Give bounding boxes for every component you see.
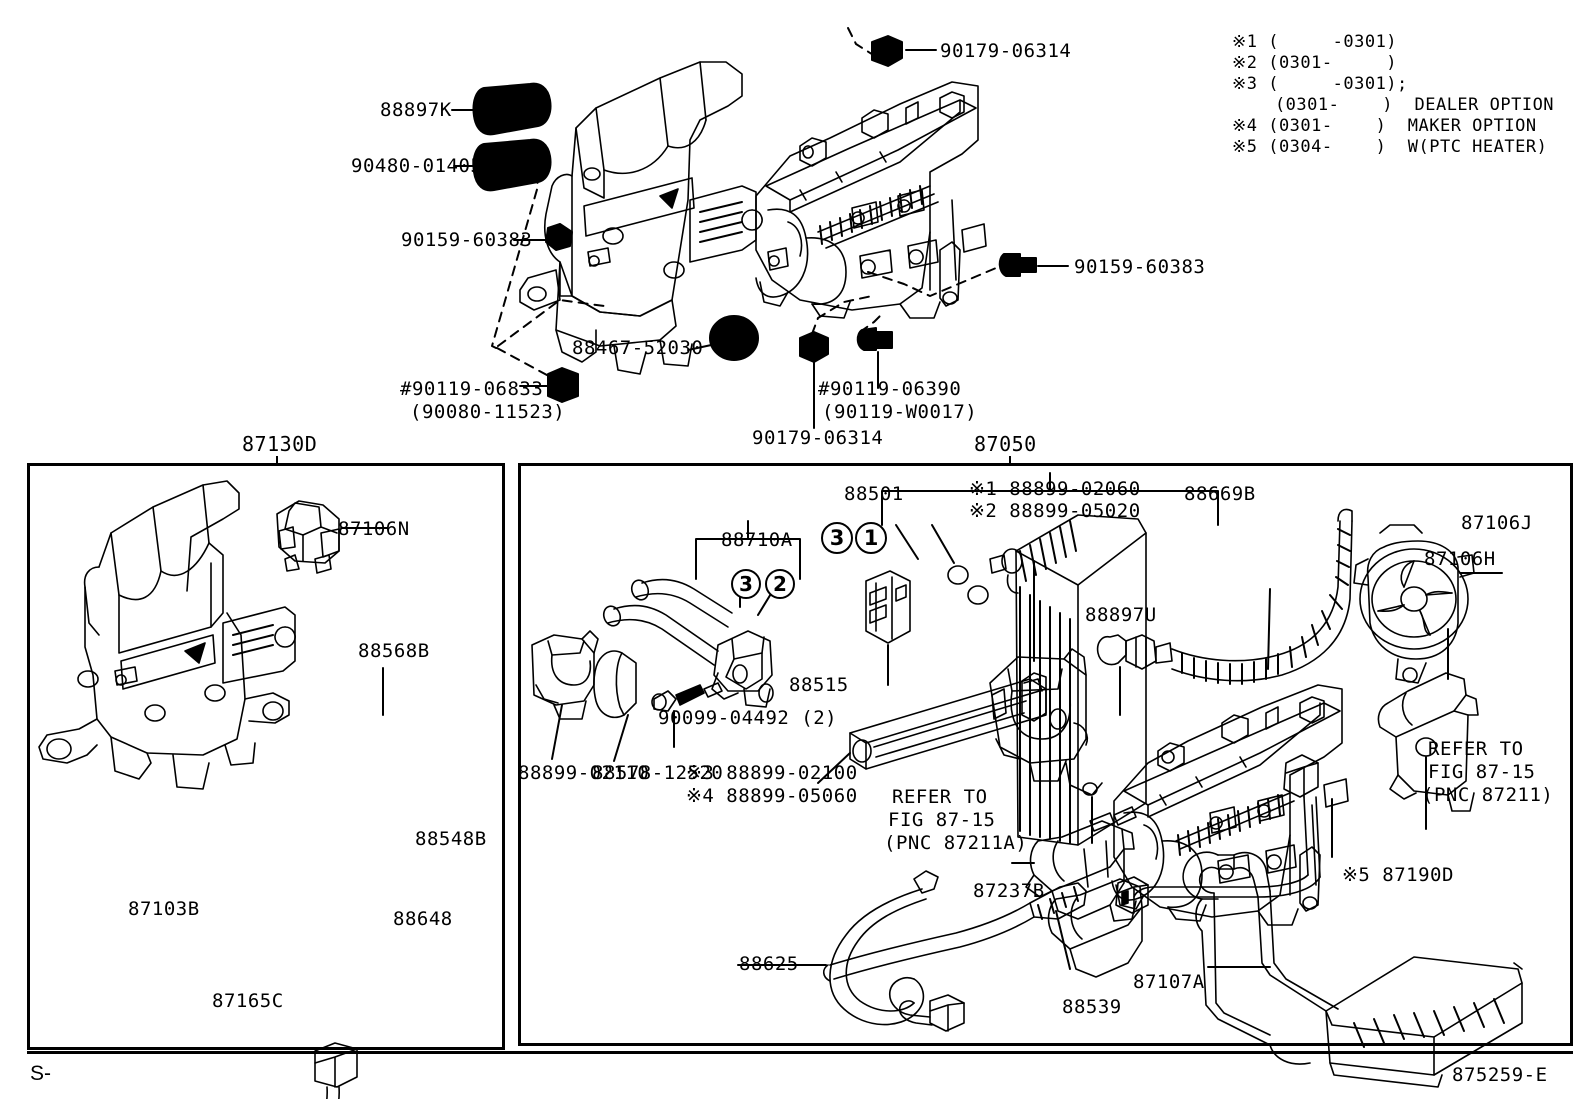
label-88515: 88515: [789, 674, 849, 696]
refer-a-line2: FIG 87-15: [888, 809, 996, 831]
label-88899-05060: ※4 88899-05060: [686, 785, 858, 807]
refer-a-line3: (PNC 87211A): [884, 832, 1028, 854]
refer-to-block-b: REFER TO FIG 87-15 (PNC 87211): [1422, 738, 1559, 807]
label-90099-04492: 90099-04492 (2): [658, 707, 838, 729]
sheet-mark: S-: [30, 1062, 51, 1085]
label-90119-W0017: (90119-W0017): [822, 401, 978, 423]
label-87107A: 87107A: [1133, 971, 1205, 993]
label-87106H: 87106H: [1424, 548, 1496, 570]
label-90179-06314-top: 90179-06314: [940, 40, 1072, 62]
label-87103B: 87103B: [128, 898, 200, 920]
callout-88501-3: 3: [821, 522, 853, 554]
legend-line-3: ※3 ( -0301);: [1232, 74, 1408, 94]
legend-line-5: ※4 (0301- ) MAKER OPTION: [1232, 116, 1537, 136]
panel-ac-unit: [518, 463, 1573, 1046]
label-90119-06390: #90119-06390: [818, 378, 962, 400]
label-87165C: 87165C: [212, 990, 284, 1012]
ac-unit-artwork: [531, 472, 1523, 1088]
label-88899-02060: ※1 88899-02060: [969, 478, 1141, 500]
label-87106N: 87106N: [338, 518, 410, 540]
label-90080-11523: (90080-11523): [410, 401, 566, 423]
panel-left-heading-tick: [276, 456, 278, 466]
label-88467-52030: 88467-52030: [572, 337, 704, 359]
label-88710A: 88710A: [721, 529, 793, 551]
label-90159-60383-left: 90159-60383: [401, 229, 533, 251]
callout-88710A-3: 3: [731, 569, 761, 599]
option-legend: ※1 ( -0301) ※2 (0301- ) ※3 ( -0301); (03…: [1232, 32, 1572, 158]
label-90119-06833: #90119-06833: [400, 378, 544, 400]
blower-unit-artwork: [38, 480, 388, 1099]
top-heater-unit-artwork: [451, 27, 1069, 429]
legend-line-4: (0301- ) DEALER OPTION: [1232, 95, 1555, 115]
label-88568B: 88568B: [358, 640, 430, 662]
label-88501: 88501: [844, 483, 904, 505]
label-88897U: 88897U: [1085, 604, 1157, 626]
callout-88710A-2: 2: [765, 569, 795, 599]
panel-right-heading: 87050: [974, 432, 1037, 456]
refer-to-block-a: REFER TO FIG 87-15 (PNC 87211A): [884, 786, 1035, 855]
refer-a-line1: REFER TO: [892, 786, 988, 808]
refer-b-line1: REFER TO: [1428, 738, 1524, 760]
label-88548B: 88548B: [415, 828, 487, 850]
label-88578-12520: 88578-12520: [592, 762, 724, 784]
legend-line-1: ※1 ( -0301): [1232, 32, 1398, 52]
callout-88501-1: 1: [855, 522, 887, 554]
label-87237B: 87237B: [973, 880, 1045, 902]
refer-b-line3: (PNC 87211): [1422, 784, 1554, 806]
figure-code: 875259-E: [1452, 1064, 1548, 1086]
label-88899-05020: ※2 88899-05020: [969, 500, 1141, 522]
label-88625: 88625: [739, 953, 799, 975]
refer-b-line2: FIG 87-15: [1428, 761, 1536, 783]
label-87106J: 87106J: [1461, 512, 1533, 534]
label-88897K: 88897K: [380, 99, 452, 121]
legend-line-6: ※5 (0304- ) W(PTC HEATER): [1232, 137, 1548, 157]
label-88539: 88539: [1062, 996, 1122, 1018]
label-90179-06314-bottom: 90179-06314: [752, 427, 884, 449]
panel-blower-unit: [27, 463, 505, 1050]
panel-left-heading: 87130D: [242, 432, 318, 456]
label-87190D: ※5 87190D: [1342, 864, 1454, 886]
label-88648: 88648: [393, 908, 453, 930]
label-90480-01405: 90480-01405: [351, 155, 483, 177]
panel-right-heading-tick: [1009, 456, 1011, 466]
label-88899-02100: ※3 88899-02100: [686, 762, 858, 784]
label-90159-60383-right: 90159-60383: [1074, 256, 1206, 278]
label-88669B: 88669B: [1184, 483, 1256, 505]
footer-rule: [27, 1051, 1573, 1054]
legend-line-2: ※2 (0301- ): [1232, 53, 1398, 73]
label-88899-02110: 88899-02110: [518, 762, 650, 784]
